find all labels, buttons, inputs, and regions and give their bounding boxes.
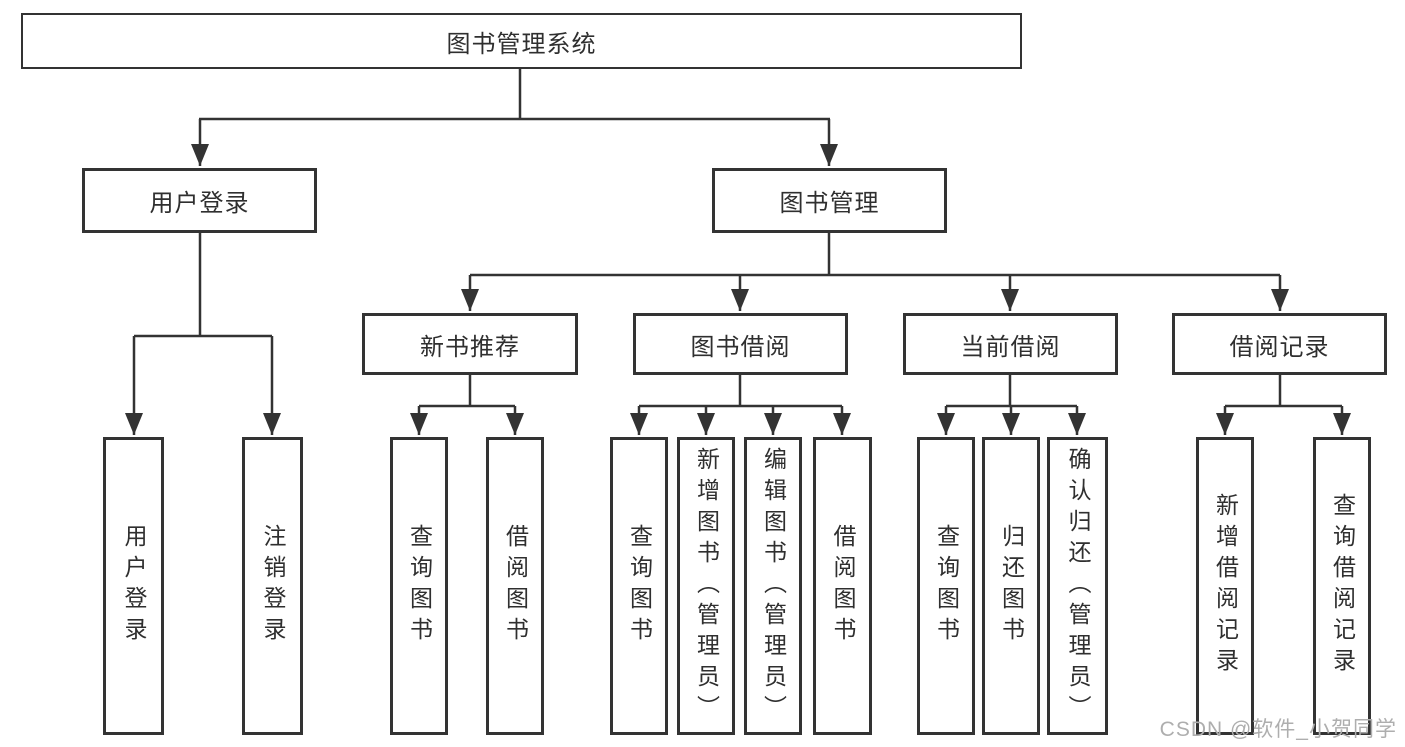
leaf-borrow-add-book-admin: 新增图书（管理员） [677,437,735,735]
leaf-borrow-edit-book-admin-label: 编辑图书（管理员） [760,446,787,726]
leaf-records-add-record: 新增借阅记录 [1196,437,1254,735]
leaf-user-login: 用户登录 [103,437,164,735]
leaf-logout-label: 注销登录 [260,524,286,648]
leaf-newbooks-query-book-label: 查询图书 [406,524,433,648]
node-new-book-recommend: 新书推荐 [362,313,578,375]
node-book-borrow-label: 图书借阅 [690,333,791,361]
node-current-borrow: 当前借阅 [903,313,1118,375]
leaf-borrow-borrow-book: 借阅图书 [813,437,872,735]
leaf-current-confirm-return-admin: 确认归还（管理员） [1047,437,1108,735]
leaf-borrow-add-book-admin-label: 新增图书（管理员） [693,446,720,726]
leaf-borrow-query-book-label: 查询图书 [626,524,653,648]
leaf-borrow-query-book: 查询图书 [610,437,668,735]
leaf-records-add-record-label: 新增借阅记录 [1212,493,1239,679]
node-user-login: 用户登录 [82,168,317,233]
leaf-current-return-book-label: 归还图书 [998,524,1025,648]
leaf-borrow-borrow-book-label: 借阅图书 [830,524,856,648]
leaf-logout: 注销登录 [242,437,303,735]
leaf-records-query-record-label: 查询借阅记录 [1329,493,1356,679]
node-book-management: 图书管理 [712,168,947,233]
node-current-borrow-label: 当前借阅 [960,333,1061,361]
node-borrow-records-label: 借阅记录 [1229,333,1330,361]
node-root: 图书管理系统 [21,13,1022,69]
leaf-current-query-book: 查询图书 [917,437,975,735]
node-book-management-label: 图书管理 [779,190,880,217]
node-new-book-recommend-label: 新书推荐 [420,333,520,361]
leaf-current-confirm-return-admin-label: 确认归还（管理员） [1065,446,1091,726]
leaf-newbooks-borrow-book: 借阅图书 [486,437,544,735]
csdn-watermark: CSDN @软件_小贺同学 [1159,718,1397,741]
node-user-login-label: 用户登录 [149,190,250,217]
node-borrow-records: 借阅记录 [1172,313,1387,375]
node-book-borrow: 图书借阅 [633,313,848,375]
leaf-current-return-book: 归还图书 [982,437,1040,735]
leaf-current-query-book-label: 查询图书 [933,524,960,648]
leaf-newbooks-query-book: 查询图书 [390,437,448,735]
leaf-newbooks-borrow-book-label: 借阅图书 [502,524,529,648]
leaf-records-query-record: 查询借阅记录 [1313,437,1371,735]
node-root-label: 图书管理系统 [446,30,597,58]
leaf-user-login-label: 用户登录 [121,524,147,648]
leaf-borrow-edit-book-admin: 编辑图书（管理员） [744,437,802,735]
